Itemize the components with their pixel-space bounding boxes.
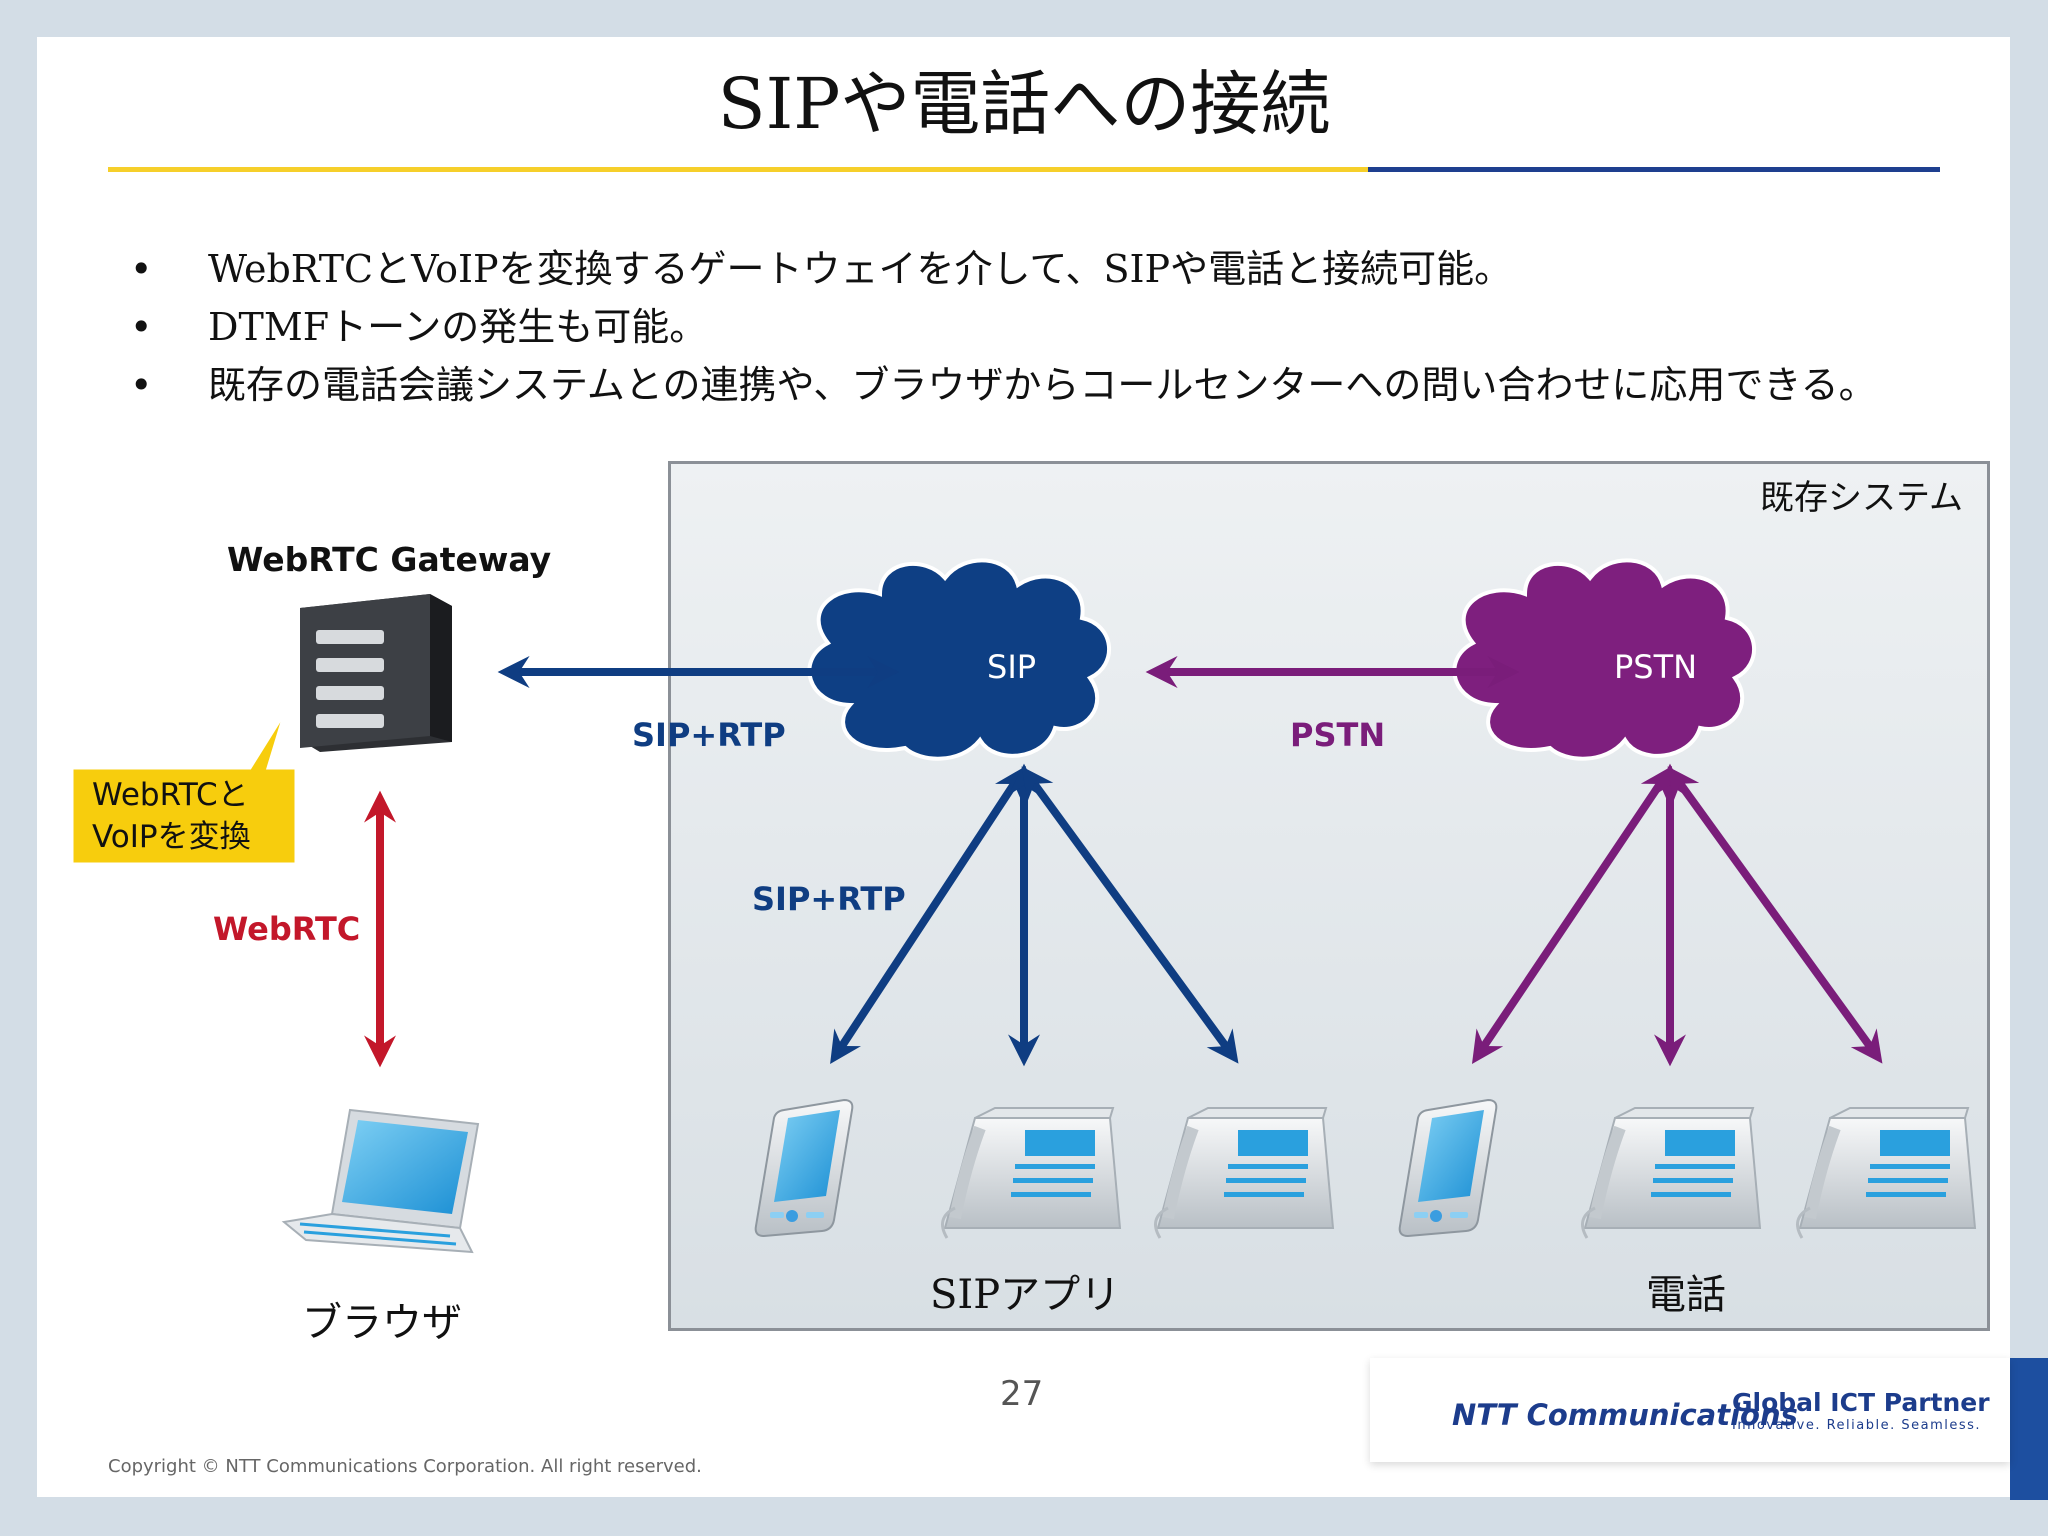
corner-tab: [2010, 1358, 2048, 1500]
pstn-cloud-label: PSTN: [1614, 648, 1698, 686]
bullet-item: • DTMFトーンの発生も可能。: [120, 298, 1877, 356]
link-label-gateway-sip: SIP+RTP: [632, 716, 786, 754]
copyright: Copyright © NTT Communications Corporati…: [108, 1456, 702, 1477]
existing-system-label: 既存システム: [1760, 478, 1963, 518]
bullet-dot: •: [130, 247, 153, 291]
bullet-dot: •: [130, 363, 153, 407]
desk-phone-icon: [943, 1108, 1121, 1238]
bullet-text: WebRTCとVoIPを変換するゲートウェイを介して、SIPや電話と接続可能。: [208, 247, 1513, 291]
mobile-phone-icon: [1398, 1099, 1498, 1237]
bullet-dot: •: [130, 305, 153, 349]
callout-text: WebRTCと VoIPを変換: [92, 774, 251, 858]
sip-cloud: [807, 558, 1112, 761]
page-number: 27: [1000, 1374, 1044, 1414]
ntt-logo-text: NTT Communications: [1452, 1398, 1798, 1432]
callout-line: WebRTCと: [92, 777, 249, 813]
bullet-list: • WebRTCとVoIPを変換するゲートウェイを介して、SIPや電話と接続可能。…: [120, 240, 1877, 414]
page-title: SIPや電話への接続: [717, 63, 1331, 145]
bullet-item: • WebRTCとVoIPを変換するゲートウェイを介して、SIPや電話と接続可能。: [120, 240, 1877, 298]
title-underline-yellow: [108, 167, 1368, 172]
bullet-item: • 既存の電話会議システムとの連携や、ブラウザからコールセンターへの問い合わせに応…: [120, 356, 1877, 414]
callout-bubble: [70, 711, 298, 866]
desk-phone-icon: [1798, 1108, 1976, 1238]
logo-box: [1370, 1358, 2010, 1462]
gateway-server-icon: [300, 594, 452, 752]
laptop-icon: [281, 1108, 480, 1254]
arrow-pstn-device-3: [1667, 766, 1883, 1064]
bullet-text: DTMFトーンの発生も可能。: [208, 305, 708, 349]
link-label-webrtc: WebRTC: [213, 910, 361, 948]
callout-line: VoIPを変換: [92, 819, 251, 855]
arrow-sip-device-3: [1021, 766, 1239, 1064]
pstn-cloud: [1452, 558, 1757, 761]
sip-cloud-label: SIP: [987, 648, 1037, 686]
title-underline-blue: [1368, 167, 1940, 172]
mobile-phone-icon: [754, 1099, 854, 1237]
logo-subtag: Innovative. Reliable. Seamless.: [1732, 1418, 1982, 1433]
link-label-sip-pstn: PSTN: [1290, 716, 1386, 754]
sip-devices-label: SIPアプリ: [930, 1272, 1121, 1318]
phone-devices-label: 電話: [1646, 1272, 1726, 1318]
gateway-label: WebRTC Gateway: [227, 540, 552, 579]
desk-phone-icon: [1583, 1108, 1761, 1238]
logo-tagline: Global ICT Partner: [1732, 1388, 1990, 1417]
browser-label: ブラウザ: [302, 1300, 462, 1346]
desk-phone-icon: [1156, 1108, 1334, 1238]
arrow-pstn-device-1: [1471, 766, 1673, 1064]
link-label-sip-devices: SIP+RTP: [752, 880, 906, 918]
arrow-sip-device-1: [830, 765, 1026, 1065]
bullet-text: 既存の電話会議システムとの連携や、ブラウザからコールセンターへの問い合わせに応用…: [208, 363, 1877, 407]
